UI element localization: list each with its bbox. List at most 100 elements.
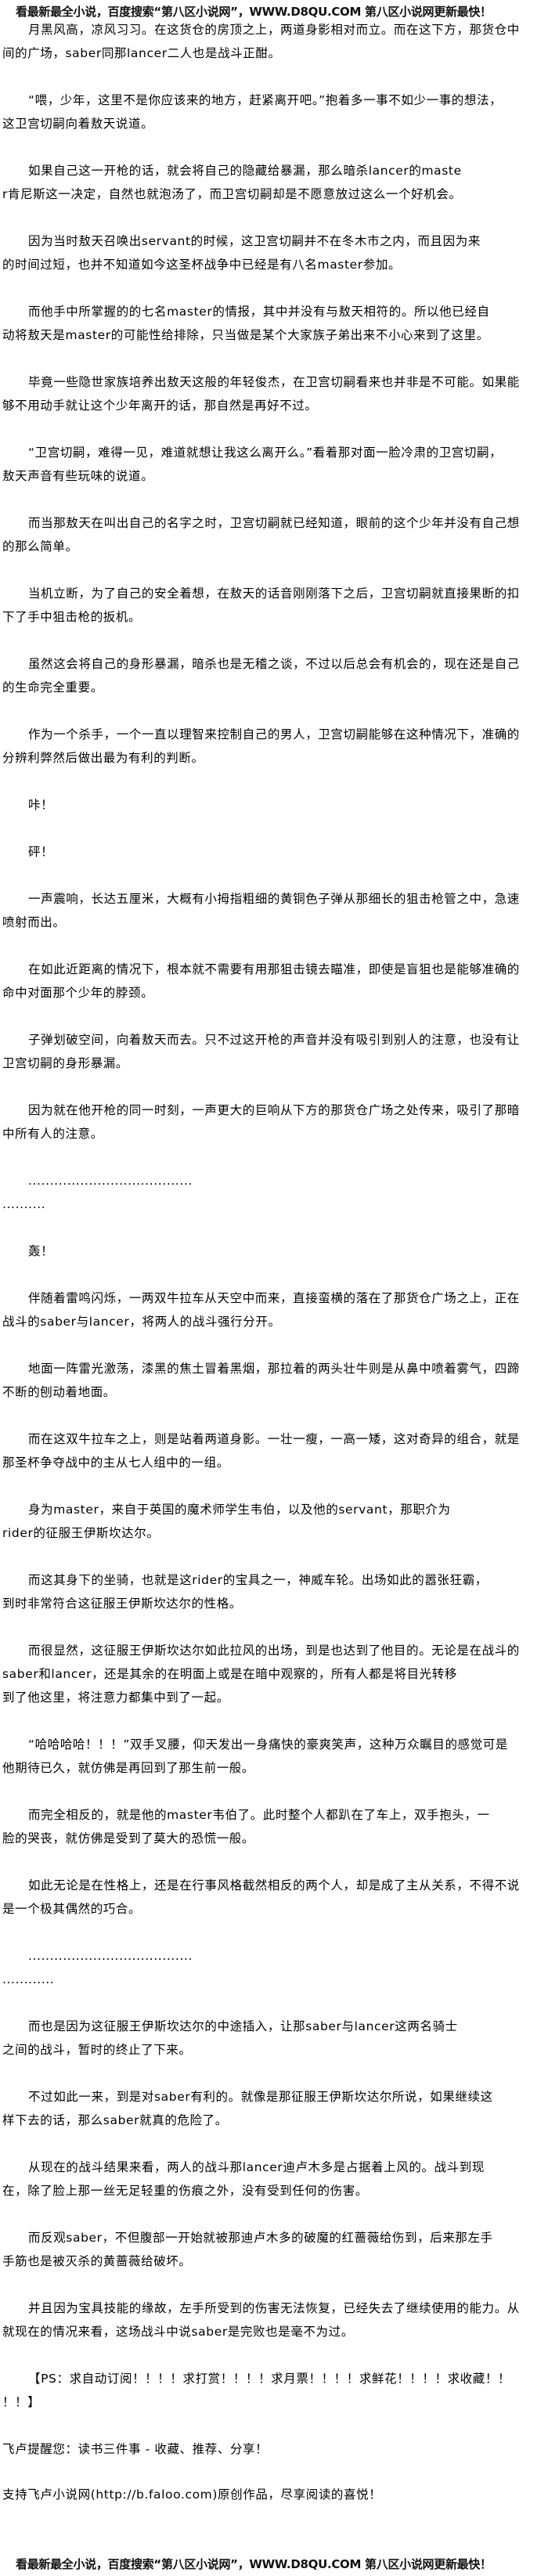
paragraph: 而在这双牛拉车之上，则是站着两道身影。一壮一瘦，一高一矮，这对奇异的组合，就是那… <box>2 1427 548 1474</box>
paragraph: 如此无论是在性格上，还是在行事风格截然相反的两个人，却是成了主从关系，不得不说是… <box>2 1874 548 1921</box>
paragraph: 从现在的战斗结果来看，两人的战斗那lancer迪卢木多是占据着上风的。战斗到现在… <box>2 2156 548 2203</box>
paragraph-line: 毕竟一些隐世家族培养出敖天这般的年轻俊杰，在卫宫切嗣看来也并非是不可能。如果能 <box>28 375 520 389</box>
paragraph-line: 命中对面那个少年的脖颈。 <box>2 986 154 1000</box>
paragraph-line: 而反观saber，不但腹部一开始就被那迪卢木多的破魔的红蔷薇给伤到，后来那左手 <box>28 2231 493 2245</box>
paragraph: 身为master，来自于英国的魔术师学生韦伯，以及他的servant，那职介为 r… <box>2 1498 548 1545</box>
paragraph-line: 子弹划破空间，向着敖天而去。只不过这开枪的声音并没有吸引到别人的注意，也没有让 <box>28 1033 520 1047</box>
site-banner-top: 看最新最全小说，百度搜索“第八区小说网”，WWW.D8QU.COM 第八区小说网… <box>16 5 492 19</box>
paragraph: ........................................… <box>2 1169 548 1216</box>
paragraph: 并且因为宝具技能的缘故，左手所受到的伤害无法恢复，已经失去了继续使用的能力。从就… <box>2 2296 548 2343</box>
paragraph-line: 这卫宫切嗣向着敖天说道。 <box>2 117 154 131</box>
paragraph: 子弹划破空间，向着敖天而去。只不过这开枪的声音并没有吸引到别人的注意，也没有让卫… <box>2 1028 548 1075</box>
paragraph: “卫宫切嗣，难得一见，难道就想让我这么离开么。”看着那对面一脸冷肃的卫宫切嗣， 敖… <box>2 441 548 488</box>
paragraph-line: 伴随着雷鸣闪烁，一两双牛拉车从天空中而来，直接蛮横的落在了那货仓广场之上，正在 <box>28 1291 520 1305</box>
paragraph-line: 而当那敖天在叫出自己的名字之时，卫宫切嗣就已经知道，眼前的这个少年并没有自己想 <box>28 516 520 530</box>
paragraph-line: 样下去的话，那么saber就真的危险了。 <box>2 2113 228 2127</box>
paragraph-line: 的生命完全重要。 <box>2 680 103 695</box>
paragraph-line: 因为就在他开枪的同一时刻，一声更大的巨响从下方的那货仓广场之处传来，吸引了那暗 <box>28 1103 520 1117</box>
paragraph: ........................................… <box>2 1944 548 1991</box>
paragraph: 轰！ <box>2 1239 548 1263</box>
paragraph-line: 够不用动手就让这个少年离开的话，那自然是再好不过。 <box>2 399 318 413</box>
paragraph-line: 当机立断，为了自己的安全着想，在敖天的话音刚刚落下之后，卫宫切嗣就直接果断的扣 <box>28 586 520 601</box>
site-notice: 飞卢提醒您：读书三件事 - 收藏、推荐、分享！ <box>2 2442 269 2456</box>
paragraph-line: 喷射而出。 <box>2 915 66 929</box>
paragraph-line: 是一个极其偶然的巧合。 <box>2 1902 142 1916</box>
paragraph: 在如此近距离的情况下，根本就不需要有用那狙击镜去瞄准，即使是盲狙也是能够准确的命… <box>2 958 548 1005</box>
site-banner-bottom: 看最新最全小说，百度搜索“第八区小说网”，WWW.D8QU.COM 第八区小说网… <box>16 2557 492 2571</box>
paragraph-line: 如此无论是在性格上，还是在行事风格截然相反的两个人，却是成了主从关系，不得不说 <box>28 1878 520 1892</box>
paragraph: 地面一阵雷光激荡，漆黑的焦土冒着黑烟，那拉着的两头壮牛则是从鼻中喷着雾气，四蹄不… <box>2 1357 548 1404</box>
paragraph-line: 月黑风高，凉风习习。在这货仓的房顶之上，两道身影相对而立。而在这下方，那货仓中 <box>28 23 520 37</box>
paragraph: 而完全相反的，就是他的master韦伯了。此时整个人都趴在了车上，双手抱头，一脸… <box>2 1803 548 1850</box>
paragraph-line: 如果自己这一开枪的话，就会将自己的隐藏给暴漏，那么暗杀lancer的maste <box>28 164 462 178</box>
paragraph-line: 脸的哭丧，就仿佛是受到了莫大的恐慌一般。 <box>2 1831 255 1845</box>
paragraph: 而反观saber，不但腹部一开始就被那迪卢木多的破魔的红蔷薇给伤到，后来那左手手… <box>2 2226 548 2273</box>
paragraph-line: ...................................... <box>28 1949 193 1963</box>
paragraph-line: rider的征服王伊斯坎达尔。 <box>2 1526 160 1540</box>
paragraph-line: 轰！ <box>28 1244 54 1258</box>
paragraph-line: 而完全相反的，就是他的master韦伯了。此时整个人都趴在了车上，双手抱头，一 <box>28 1808 490 1822</box>
paragraph-line: 手筋也是被灭杀的黄蔷薇给破坏。 <box>2 2254 192 2268</box>
paragraph-line: .......... <box>2 1197 46 1211</box>
paragraph-line: 身为master，来自于英国的魔术师学生韦伯，以及他的servant，那职介为 <box>28 1503 451 1517</box>
paragraph-line: 中所有人的注意。 <box>2 1127 103 1141</box>
paragraph-line: 从现在的战斗结果来看，两人的战斗那lancer迪卢木多是占据着上风的。战斗到现 <box>28 2160 485 2174</box>
paragraph-line: 一声震响，长达五厘米，大概有小拇指粗细的黄铜色子弹从那细长的狙击枪管之中，急速 <box>28 892 520 906</box>
paragraph: 毕竟一些隐世家族培养出敖天这般的年轻俊杰，在卫宫切嗣看来也并非是不可能。如果能够… <box>2 370 548 417</box>
paragraph: 月黑风高，凉风习习。在这货仓的房顶之上，两道身影相对而立。而在这下方，那货仓中间… <box>2 18 548 65</box>
paragraph-line: 在如此近距离的情况下，根本就不需要有用那狙击镜去瞄准，即使是盲狙也是能够准确的 <box>28 962 520 976</box>
paragraph-line: 作为一个杀手，一个一直以理智来控制自己的男人，卫宫切嗣能够在这种情况下，准确的 <box>28 727 520 741</box>
paragraph-line: 动将敖天是master的可能性给排除，只当做是某个大家族子弟出来不小心来到了这里… <box>2 328 489 342</box>
paragraph-line: 分辨利弊然后做出最为有利的判断。 <box>2 751 204 765</box>
paragraph-line: 砰！ <box>28 845 54 859</box>
paragraph-line: 下了手中狙击枪的扳机。 <box>2 610 142 624</box>
paragraph-line: 而这其身下的坐骑，也就是这rider的宝具之一，神威车轮。出场如此的嚣张狂霸， <box>28 1573 488 1587</box>
paragraph-line: 地面一阵雷光激荡，漆黑的焦土冒着黑烟，那拉着的两头壮牛则是从鼻中喷着雾气，四蹄 <box>28 1362 520 1376</box>
paragraph-line: 因为当时敖天召唤出servant的时候，这卫宫切嗣并不在冬木市之内，而且因为来 <box>28 234 481 248</box>
paragraph: 不过如此一来，到是对saber有利的。就像是那征服王伊斯坎达尔所说，如果继续这样… <box>2 2085 548 2132</box>
paragraph: 而这其身下的坐骑，也就是这rider的宝具之一，神威车轮。出场如此的嚣张狂霸， 到… <box>2 1568 548 1615</box>
paragraph: 虽然这会将自己的身形暴漏，暗杀也是无稽之谈，不过以后总会有机会的，现在还是自己的… <box>2 652 548 699</box>
paragraph-line: saber和lancer，还是其余的在明面上或是在暗中观察的，所有人都是将目光转… <box>2 1667 457 1681</box>
paragraph: 而也是因为这征服王伊斯坎达尔的中途插入，让那saber与lancer这两名骑士之… <box>2 2015 548 2062</box>
paragraph-line: 并且因为宝具技能的缘故，左手所受到的伤害无法恢复，已经失去了继续使用的能力。从 <box>28 2301 520 2315</box>
notice-list: 飞卢提醒您：读书三件事 - 收藏、推荐、分享！支持飞卢小说网(http://b.… <box>2 2437 548 2506</box>
paragraph-line: 的那么简单。 <box>2 539 78 554</box>
paragraph: 因为就在他开枪的同一时刻，一声更大的巨响从下方的那货仓广场之处传来，吸引了那暗中… <box>2 1099 548 1145</box>
paragraph-line: 就现在的情况来看，这场战斗中说saber是完败也是毫不为过。 <box>2 2325 354 2339</box>
paragraph-line: 敖天声音有些玩味的说道。 <box>2 469 154 483</box>
paragraph-line: r肯尼斯这一决定，自然也就泡汤了，而卫宫切嗣却是不愿意放过这么一个好机会。 <box>2 187 462 201</box>
paragraph-line: 而在这双牛拉车之上，则是站着两道身影。一壮一瘦，一高一矮，这对奇异的组合，就是 <box>28 1432 520 1446</box>
paragraph: 因为当时敖天召唤出servant的时候，这卫宫切嗣并不在冬木市之内，而且因为来的… <box>2 229 548 276</box>
paragraph-line: “喂，少年，这里不是你应该来的地方，赶紧离开吧。”抱着多一事不如少一事的想法， <box>28 93 503 107</box>
paragraph: “哈哈哈哈！！！”双手叉腰，仰天发出一身痛快的豪爽笑声，这种万众瞩目的感觉可是他… <box>2 1733 548 1780</box>
paragraph-line: “哈哈哈哈！！！”双手叉腰，仰天发出一身痛快的豪爽笑声，这种万众瞩目的感觉可是 <box>28 1737 508 1752</box>
paragraph-line: 在，除了脸上那一丝无足轻重的伤痕之外，没有受到任何的伤害。 <box>2 2184 368 2198</box>
paragraph-line: 而也是因为这征服王伊斯坎达尔的中途插入，让那saber与lancer这两名骑士 <box>28 2019 458 2033</box>
paragraph: 咔！ <box>2 793 548 817</box>
paragraph-line: 的时间过短，也并不知道如今这圣杯战争中已经是有八名master参加。 <box>2 258 402 272</box>
paragraph-line: 虽然这会将自己的身形暴漏，暗杀也是无稽之谈，不过以后总会有机会的，现在还是自己 <box>28 657 520 671</box>
paragraph-line: 那圣杯争夺战中的主从七人组中的一组。 <box>2 1456 229 1470</box>
paragraph-line: 卫宫切嗣的身形暴漏。 <box>2 1056 129 1070</box>
paragraph-line: 到时非常符合这征服王伊斯坎达尔的性格。 <box>2 1596 242 1611</box>
paragraph-line: ............ <box>2 1972 55 1986</box>
paragraph-line: “卫宫切嗣，难得一见，难道就想让我这么离开么。”看着那对面一脸冷肃的卫宫切嗣， <box>28 446 503 460</box>
paragraph-line: 而很显然，这征服王伊斯坎达尔如此拉风的出场，到是也达到了他目的。无论是在战斗的 <box>28 1643 520 1658</box>
paragraph-line: 咔！ <box>28 798 54 812</box>
paragraph-line: 不断的刨动着地面。 <box>2 1385 116 1399</box>
paragraph: 【PS：求自动订阅！！！！求打赏！！！！求月票！！！！求鲜花！！！！求收藏！！ ！… <box>2 2367 548 2414</box>
paragraph-line: ！！】 <box>2 2395 41 2409</box>
paragraph: 如果自己这一开枪的话，就会将自己的隐藏给暴漏，那么暗杀lancer的maste r… <box>2 159 548 206</box>
paragraph: 而当那敖天在叫出自己的名字之时，卫宫切嗣就已经知道，眼前的这个少年并没有自己想的… <box>2 511 548 558</box>
paragraph-line: 不过如此一来，到是对saber有利的。就像是那征服王伊斯坎达尔所说，如果继续这 <box>28 2090 493 2104</box>
paragraph-line: 间的广场，saber同那lancer二人也是战斗正酣。 <box>2 46 281 60</box>
paragraph-line: 【PS：求自动订阅！！！！求打赏！！！！求月票！！！！求鲜花！！！！求收藏！！ <box>28 2372 511 2386</box>
paragraph-line: 到了他这里，将注意力都集中到了一起。 <box>2 1690 229 1705</box>
paragraph: 当机立断，为了自己的安全着想，在敖天的话音刚刚落下之后，卫宫切嗣就直接果断的扣下… <box>2 582 548 629</box>
paragraph-list: 月黑风高，凉风习习。在这货仓的房顶之上，两道身影相对而立。而在这下方，那货仓中间… <box>2 18 548 2414</box>
paragraph-line: 战斗的saber与lancer，将两人的战斗强行分开。 <box>2 1315 281 1329</box>
paragraph-line: ...................................... <box>28 1174 193 1188</box>
paragraph: 一声震响，长达五厘米，大概有小拇指粗细的黄铜色子弹从那细长的狙击枪管之中，急速喷… <box>2 887 548 934</box>
paragraph: 作为一个杀手，一个一直以理智来控制自己的男人，卫宫切嗣能够在这种情况下，准确的分… <box>2 723 548 770</box>
